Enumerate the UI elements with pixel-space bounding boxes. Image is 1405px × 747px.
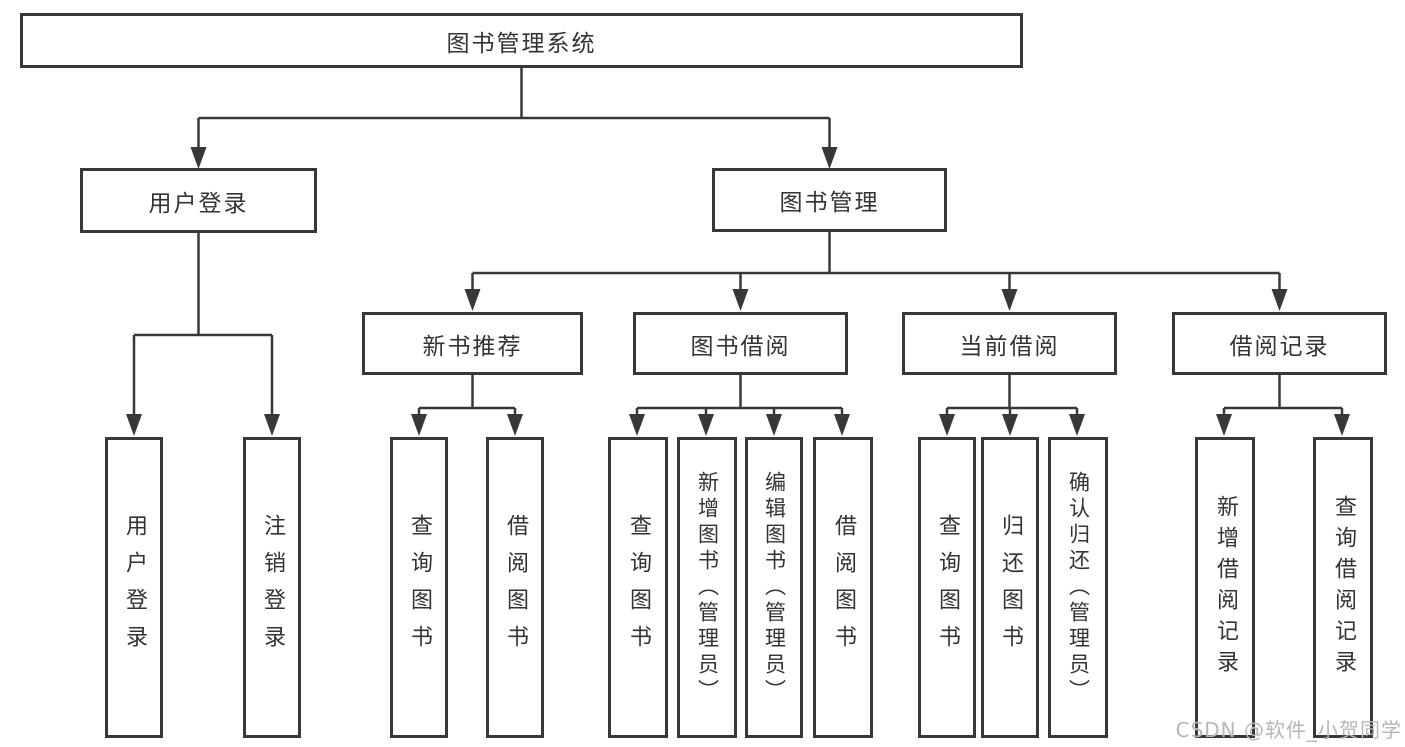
leaf-borrow-books-borrowing: 借阅图书 — [813, 437, 873, 738]
leaf-query-books-current-label: 查询图书 — [935, 513, 960, 662]
leaf-user-login-label: 用户登录 — [122, 513, 147, 662]
node-user-login: 用户登录 — [80, 168, 317, 233]
leaf-borrow-books-borrowing-label: 借阅图书 — [831, 513, 856, 662]
leaf-borrow-books-recommend: 借阅图书 — [486, 437, 544, 738]
node-book-borrowing: 图书借阅 — [633, 312, 848, 375]
leaf-edit-books-admin: 编辑图书（管理员） — [745, 437, 803, 738]
leaf-query-books-borrowing-label: 查询图书 — [626, 513, 651, 662]
leaf-user-login: 用户登录 — [105, 437, 163, 738]
leaf-confirm-return-admin: 确认归还（管理员） — [1048, 437, 1108, 738]
node-new-book-recommend-label: 新书推荐 — [422, 333, 523, 360]
leaf-confirm-return-admin-label: 确认归还（管理员） — [1066, 470, 1091, 705]
leaf-query-books-recommend-label: 查询图书 — [407, 513, 432, 662]
leaf-logout-label: 注销登录 — [260, 513, 285, 662]
watermark: CSDN @软件_小贺同学 — [1175, 718, 1402, 742]
node-current-borrowing: 当前借阅 — [902, 312, 1117, 375]
leaf-query-books-current: 查询图书 — [918, 437, 976, 738]
leaf-query-books-borrowing: 查询图书 — [608, 437, 668, 738]
leaf-add-books-admin: 新增图书（管理员） — [677, 437, 737, 738]
leaf-borrow-books-recommend-label: 借阅图书 — [503, 513, 528, 662]
leaf-edit-books-admin-label: 编辑图书（管理员） — [762, 470, 787, 705]
node-root-label: 图书管理系统 — [446, 30, 597, 57]
leaf-query-borrow-record: 查询借阅记录 — [1313, 437, 1373, 738]
node-book-borrowing-label: 图书借阅 — [690, 333, 791, 360]
node-borrowing-records-label: 借阅记录 — [1229, 333, 1330, 360]
leaf-query-borrow-record-label: 查询借阅记录 — [1331, 494, 1356, 681]
leaf-logout: 注销登录 — [243, 437, 301, 738]
leaf-add-borrow-record: 新增借阅记录 — [1195, 437, 1255, 738]
leaf-return-books-label: 归还图书 — [998, 513, 1023, 662]
node-book-management: 图书管理 — [712, 168, 947, 232]
arrowheads — [126, 147, 1350, 436]
node-borrowing-records: 借阅记录 — [1172, 312, 1387, 375]
node-root: 图书管理系统 — [20, 13, 1023, 68]
leaf-add-borrow-record-label: 新增借阅记录 — [1213, 494, 1238, 681]
leaf-return-books: 归还图书 — [981, 437, 1039, 738]
leaf-query-books-recommend: 查询图书 — [390, 437, 448, 738]
node-current-borrowing-label: 当前借阅 — [959, 333, 1060, 360]
node-new-book-recommend: 新书推荐 — [362, 312, 583, 375]
node-user-login-label: 用户登录 — [148, 190, 249, 217]
leaf-add-books-admin-label: 新增图书（管理员） — [695, 470, 720, 705]
node-book-management-label: 图书管理 — [779, 190, 880, 216]
